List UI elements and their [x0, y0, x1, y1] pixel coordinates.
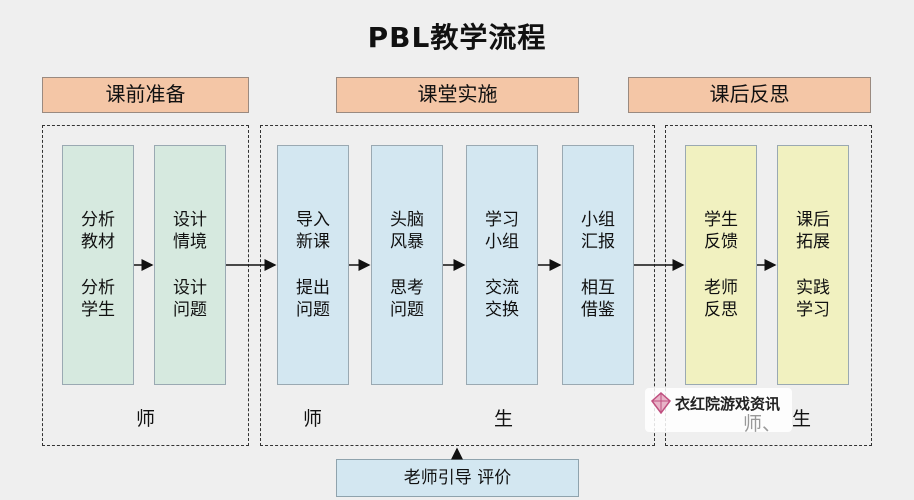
- step-analyze: 分析 教材 分析 学生: [62, 145, 134, 385]
- step-line1: 导入 新课: [296, 210, 330, 252]
- step-line2: 相互 借鉴: [581, 278, 615, 320]
- step-line2: 交流 交换: [485, 278, 519, 320]
- role-student-post: 生: [792, 408, 812, 430]
- phase-pre-class: 课前准备: [42, 77, 249, 113]
- teacher-guide-box: 老师引导 评价: [336, 459, 579, 497]
- phase-in-class: 课堂实施: [336, 77, 579, 113]
- step-group-report: 小组 汇报 相互 借鉴: [562, 145, 634, 385]
- step-line2: 提出 问题: [296, 278, 330, 320]
- step-line1: 头脑 风暴: [390, 210, 424, 252]
- watermark-badge: [645, 388, 792, 432]
- phase-post-class: 课后反思: [628, 77, 871, 113]
- step-line2: 老师 反思: [704, 278, 738, 320]
- step-line1: 学生 反馈: [704, 210, 738, 252]
- step-group-study: 学习 小组 交流 交换: [466, 145, 538, 385]
- step-line2: 设计 问题: [173, 278, 207, 320]
- step-design: 设计 情境 设计 问题: [154, 145, 226, 385]
- step-line1: 小组 汇报: [581, 210, 615, 252]
- step-line2: 分析 学生: [81, 278, 115, 320]
- role-student-class: 生: [494, 408, 514, 430]
- step-line2: 思考 问题: [390, 278, 424, 320]
- step-line1: 设计 情境: [173, 210, 207, 252]
- step-feedback: 学生 反馈 老师 反思: [685, 145, 757, 385]
- role-teacher-prep: 师: [136, 408, 156, 430]
- step-extension: 课后 拓展 实践 学习: [777, 145, 849, 385]
- group-post-class: [665, 125, 872, 446]
- step-line1: 学习 小组: [485, 210, 519, 252]
- step-line1: 分析 教材: [81, 210, 115, 252]
- step-brainstorm: 头脑 风暴 思考 问题: [371, 145, 443, 385]
- watermark-overlay: 师、: [743, 413, 782, 435]
- step-line2: 实践 学习: [796, 278, 830, 320]
- step-line1: 课后 拓展: [796, 210, 830, 252]
- role-teacher-class: 师: [303, 408, 323, 430]
- diagram-title: PBL教学流程: [367, 21, 547, 54]
- kite-icon: [650, 392, 672, 414]
- group-in-class: [260, 125, 655, 446]
- watermark-text: 衣红院游戏资讯: [675, 395, 781, 413]
- step-introduce: 导入 新课 提出 问题: [277, 145, 349, 385]
- group-pre-class: [42, 125, 249, 446]
